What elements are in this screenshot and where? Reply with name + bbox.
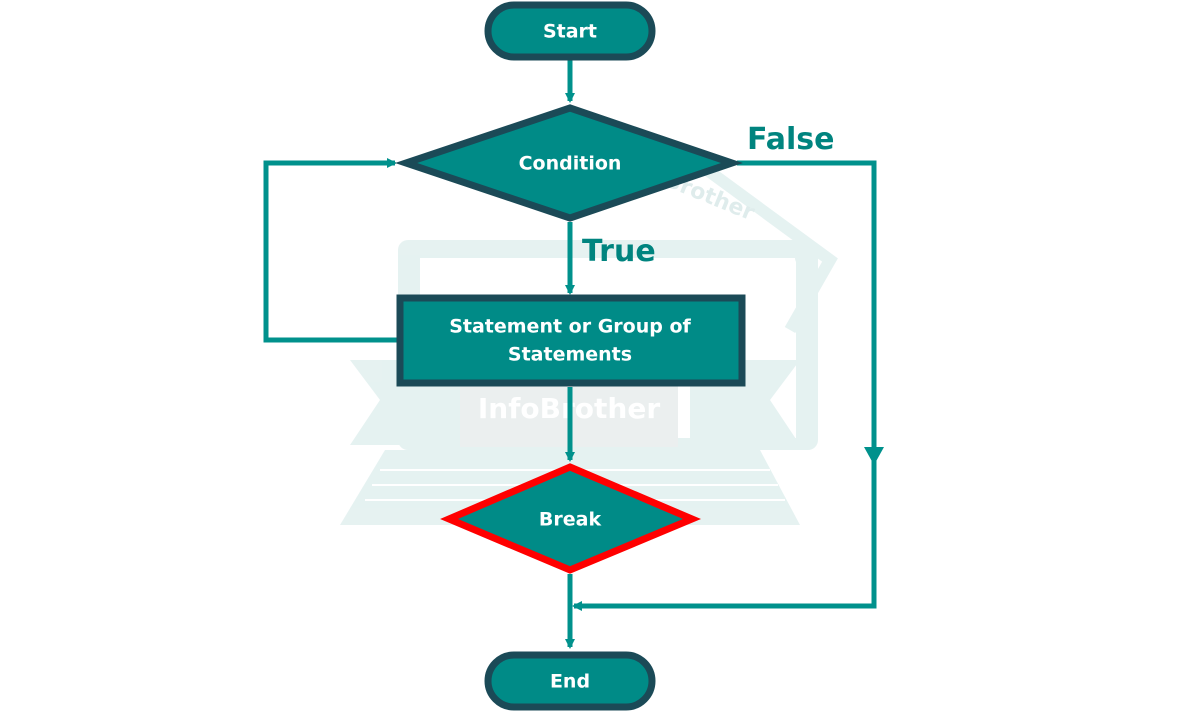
- break-node: Break: [440, 463, 701, 574]
- break-label: Break: [539, 509, 602, 531]
- condition-node: Condition: [394, 104, 743, 222]
- condition-label: Condition: [519, 153, 622, 175]
- statement-node: Statement or Group of Statements: [396, 294, 746, 387]
- end-label: End: [550, 671, 590, 693]
- statement-label-line2: Statements: [508, 344, 632, 366]
- true-label: True: [582, 234, 656, 269]
- false-label: False: [747, 122, 834, 157]
- edge-condition-false: [572, 160, 877, 611]
- start-node: Start: [484, 1, 656, 61]
- false-path-arrow-icon: [864, 447, 884, 465]
- edge-loop-back: [263, 158, 397, 343]
- statement-label-line1: Statement or Group of: [449, 316, 691, 338]
- start-label: Start: [543, 21, 597, 43]
- end-node: End: [484, 651, 656, 711]
